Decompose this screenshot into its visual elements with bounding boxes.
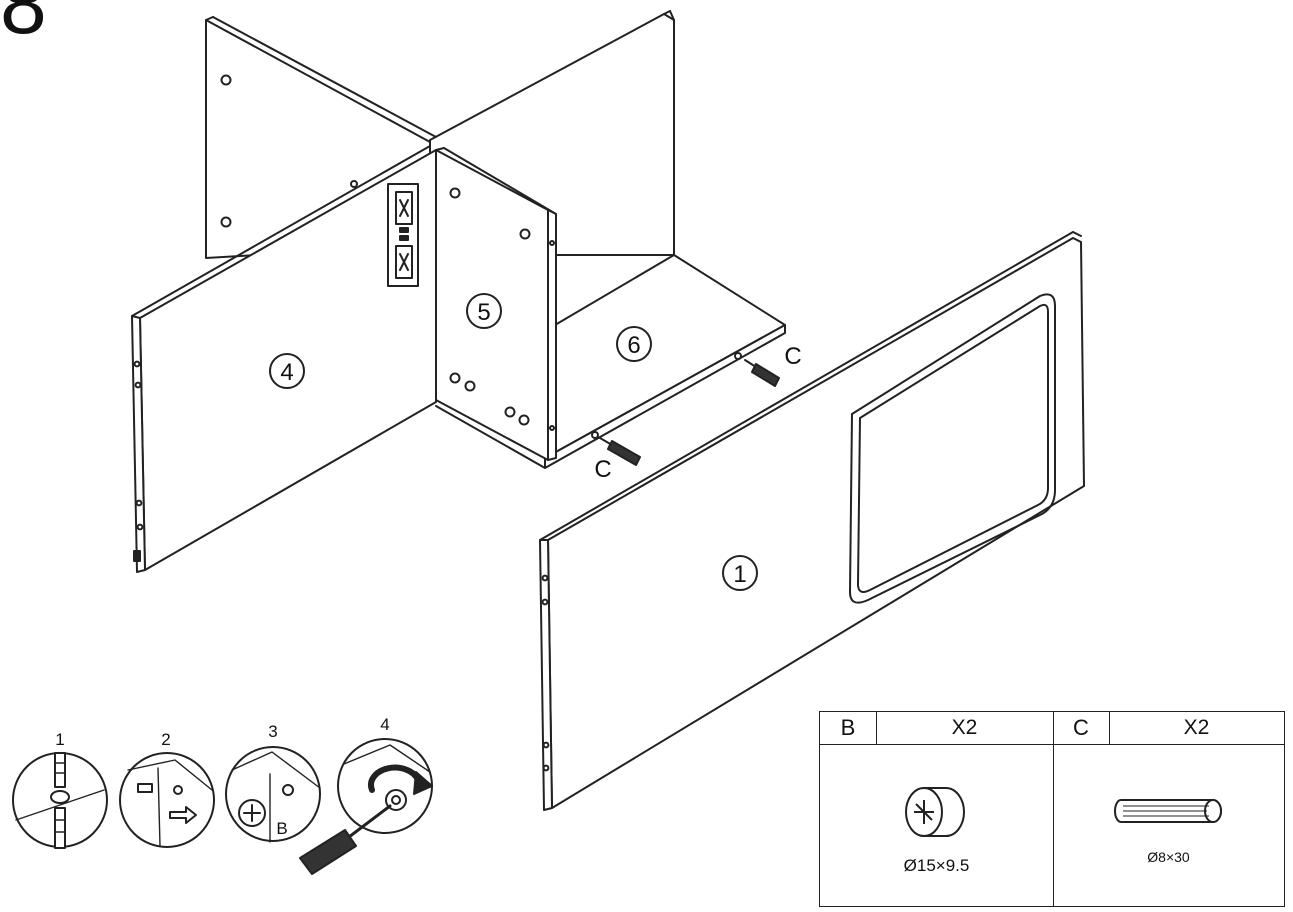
- svg-text:4: 4: [380, 715, 389, 734]
- svg-text:2: 2: [161, 730, 170, 749]
- svg-text:5: 5: [477, 299, 490, 326]
- panel-6: [435, 254, 786, 469]
- dowel-c-left: [599, 437, 641, 466]
- panel-number-5: 5: [466, 293, 502, 329]
- svg-text:1: 1: [55, 730, 64, 749]
- callout-c-left: C: [594, 456, 611, 483]
- part-quantity: X2: [951, 716, 978, 739]
- part-letter: C: [1053, 712, 1110, 744]
- callout-c-right: C: [784, 343, 801, 370]
- part-quantity: X2: [1183, 716, 1210, 739]
- part-letter: B: [820, 712, 877, 744]
- dowel-c-right: [744, 359, 780, 387]
- panel-number-6: 6: [616, 326, 652, 362]
- panel-number-1: 1: [722, 555, 758, 591]
- svg-text:6: 6: [627, 332, 640, 359]
- panel-1: [539, 231, 1085, 811]
- part-dimension: Ø15×9.5: [903, 856, 970, 875]
- parts-header-b: B X2: [820, 712, 1053, 745]
- part-dimension: Ø8×30: [1147, 849, 1190, 865]
- parts-column-b: B X2 Ø15×9.5: [820, 712, 1054, 906]
- cam-lock-icon: [905, 787, 965, 837]
- svg-text:3: 3: [268, 722, 277, 741]
- parts-table: B X2 Ø15×9.5 C X2: [819, 711, 1285, 907]
- substep-1: 1: [12, 730, 108, 849]
- svg-text:4: 4: [280, 359, 293, 386]
- wooden-dowel-icon: [1114, 799, 1222, 823]
- substep-3: 3 B: [225, 722, 321, 843]
- parts-header-c: C X2: [1053, 712, 1284, 745]
- step-number: 8: [0, 0, 47, 51]
- substep-2: 2: [119, 730, 215, 848]
- svg-text:1: 1: [733, 561, 746, 588]
- panel-number-4: 4: [269, 353, 305, 389]
- substep-4: 4: [299, 715, 433, 875]
- parts-column-c: C X2 Ø8×30: [1053, 712, 1284, 906]
- svg-text:B: B: [276, 819, 287, 838]
